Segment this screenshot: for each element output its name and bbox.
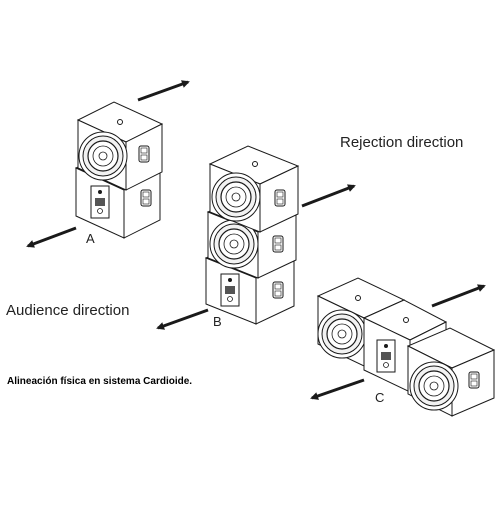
row-c-right-cabinet <box>406 327 496 417</box>
label-c: C <box>375 390 385 405</box>
arrow-b-rejection <box>301 184 356 208</box>
stack-a-front-cabinet <box>76 101 164 191</box>
stack-a <box>74 101 164 239</box>
stack-b-top-cabinet <box>208 145 300 233</box>
row-c <box>316 277 496 417</box>
rejection-direction-label: Rejection direction <box>340 134 464 151</box>
arrow-b-audience <box>156 308 209 330</box>
stack-b <box>204 145 300 325</box>
direction-arrows <box>26 80 486 400</box>
arrow-a-audience <box>26 226 77 248</box>
label-a: A <box>86 231 95 246</box>
audience-direction-label: Audience direction <box>6 302 130 319</box>
arrow-c-rejection <box>431 284 486 308</box>
label-b: B <box>213 314 222 329</box>
caption: Alineación física en sistema Cardioide. <box>7 376 193 387</box>
arrow-a-rejection <box>137 80 190 102</box>
arrow-c-audience <box>310 378 365 400</box>
